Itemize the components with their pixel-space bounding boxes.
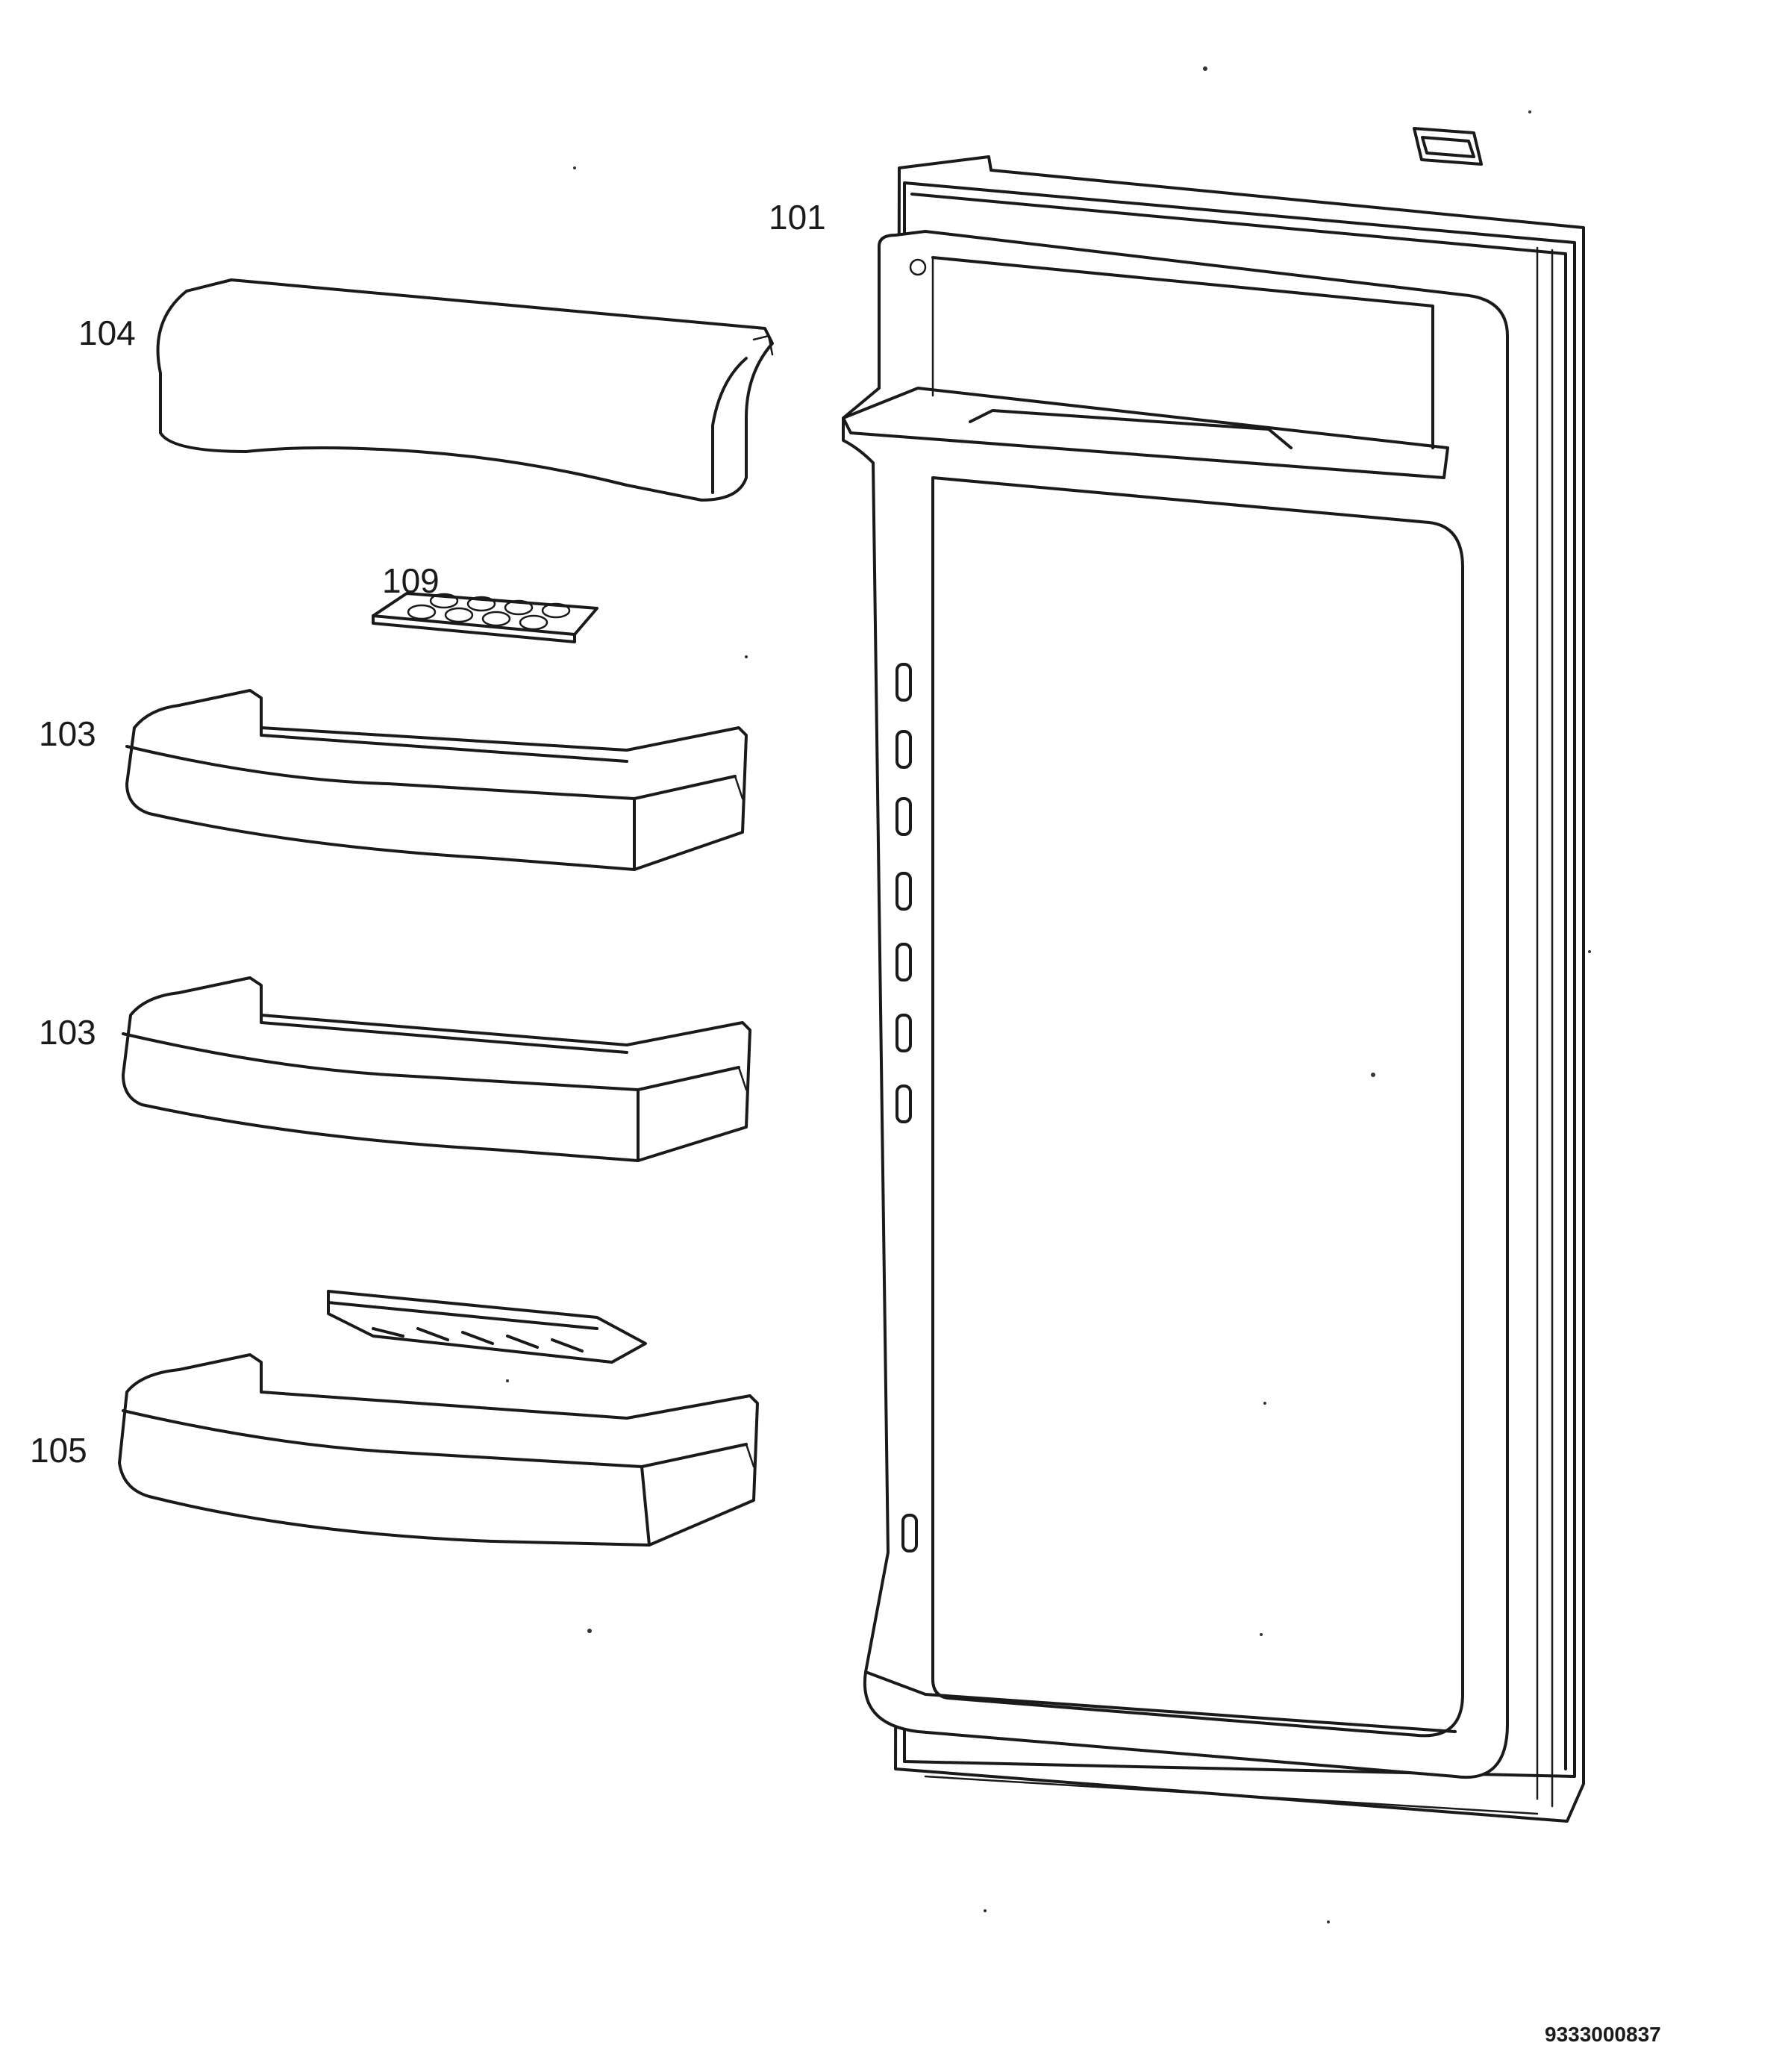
door-top-insert	[1413, 127, 1483, 166]
door-shelf-middle-drawing	[122, 976, 751, 1162]
dairy-cover-drawing	[156, 278, 774, 502]
shelf-divider-drawing	[327, 1290, 647, 1364]
part-label-103-middle: 103	[39, 1013, 96, 1052]
part-label-109: 109	[382, 561, 440, 600]
bottle-shelf-drawing	[118, 1353, 759, 1547]
part-label-101: 101	[769, 198, 826, 237]
door-shelf-upper-drawing	[125, 689, 748, 871]
part-label-103-upper: 103	[39, 714, 96, 753]
egg-tray-drawing	[372, 592, 598, 643]
door-shelf-slots	[896, 663, 918, 1553]
door-drawing	[842, 127, 1585, 1823]
scan-specks	[506, 66, 1591, 1923]
drawing-number: 9333000837	[1545, 2023, 1661, 2046]
part-label-105: 105	[30, 1431, 87, 1470]
part-label-104: 104	[78, 313, 136, 352]
